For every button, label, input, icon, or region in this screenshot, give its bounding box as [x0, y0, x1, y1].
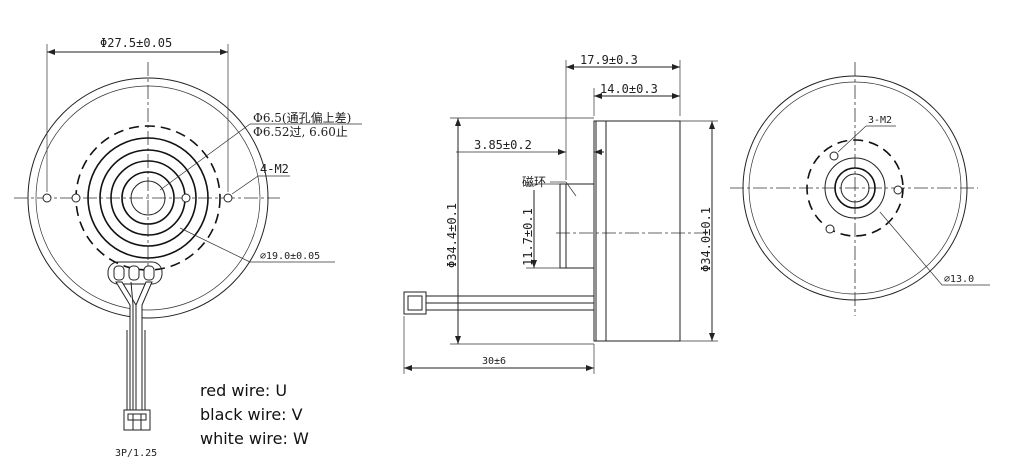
dim-dia-13-0: ⌀13.0 [944, 274, 974, 285]
note-white-wire: white wire: W [200, 429, 309, 448]
label-4-m2: 4-M2 [260, 162, 289, 176]
dim-dia-34-0: Φ34.0±0.1 [699, 207, 713, 272]
dim-dia-27-5: Φ27.5±0.05 [100, 36, 172, 50]
dim-dia-34-4: Φ34.4±0.1 [445, 203, 459, 268]
dim-wire-len: 30±6 [482, 356, 506, 367]
dim-dia-19-0: ⌀19.0±0.05 [260, 251, 320, 262]
side-view: 17.9±0.3 14.0±0.3 3.85±0.2 磁环 11.7±0.1 Φ… [403, 53, 718, 374]
dim-len-3-85: 3.85±0.2 [474, 138, 532, 152]
dim-dia-6-5: Φ6.5(通孔偏上差) [253, 110, 351, 125]
dim-height-11-7: 11.7±0.1 [521, 208, 535, 266]
note-black-wire: black wire: V [200, 405, 303, 424]
dim-dia-6-52: Φ6.52过, 6.60止 [253, 125, 348, 139]
note-red-wire: red wire: U [200, 381, 287, 400]
back-view: 3-M2 ⌀13.0 [730, 62, 990, 316]
dim-len-14-0: 14.0±0.3 [600, 82, 658, 96]
label-magnet-ring: 磁环 [522, 174, 546, 189]
front-view: Φ27.5±0.05 Φ6.5(通孔偏上差) Φ6.52过, 6.60止 4-M… [14, 36, 362, 459]
wire-notes: red wire: U black wire: V white wire: W [200, 381, 309, 448]
connector-spec: 3P/1.25 [115, 448, 157, 459]
dim-len-17-9: 17.9±0.3 [580, 53, 638, 67]
label-3-m2: 3-M2 [868, 115, 892, 126]
